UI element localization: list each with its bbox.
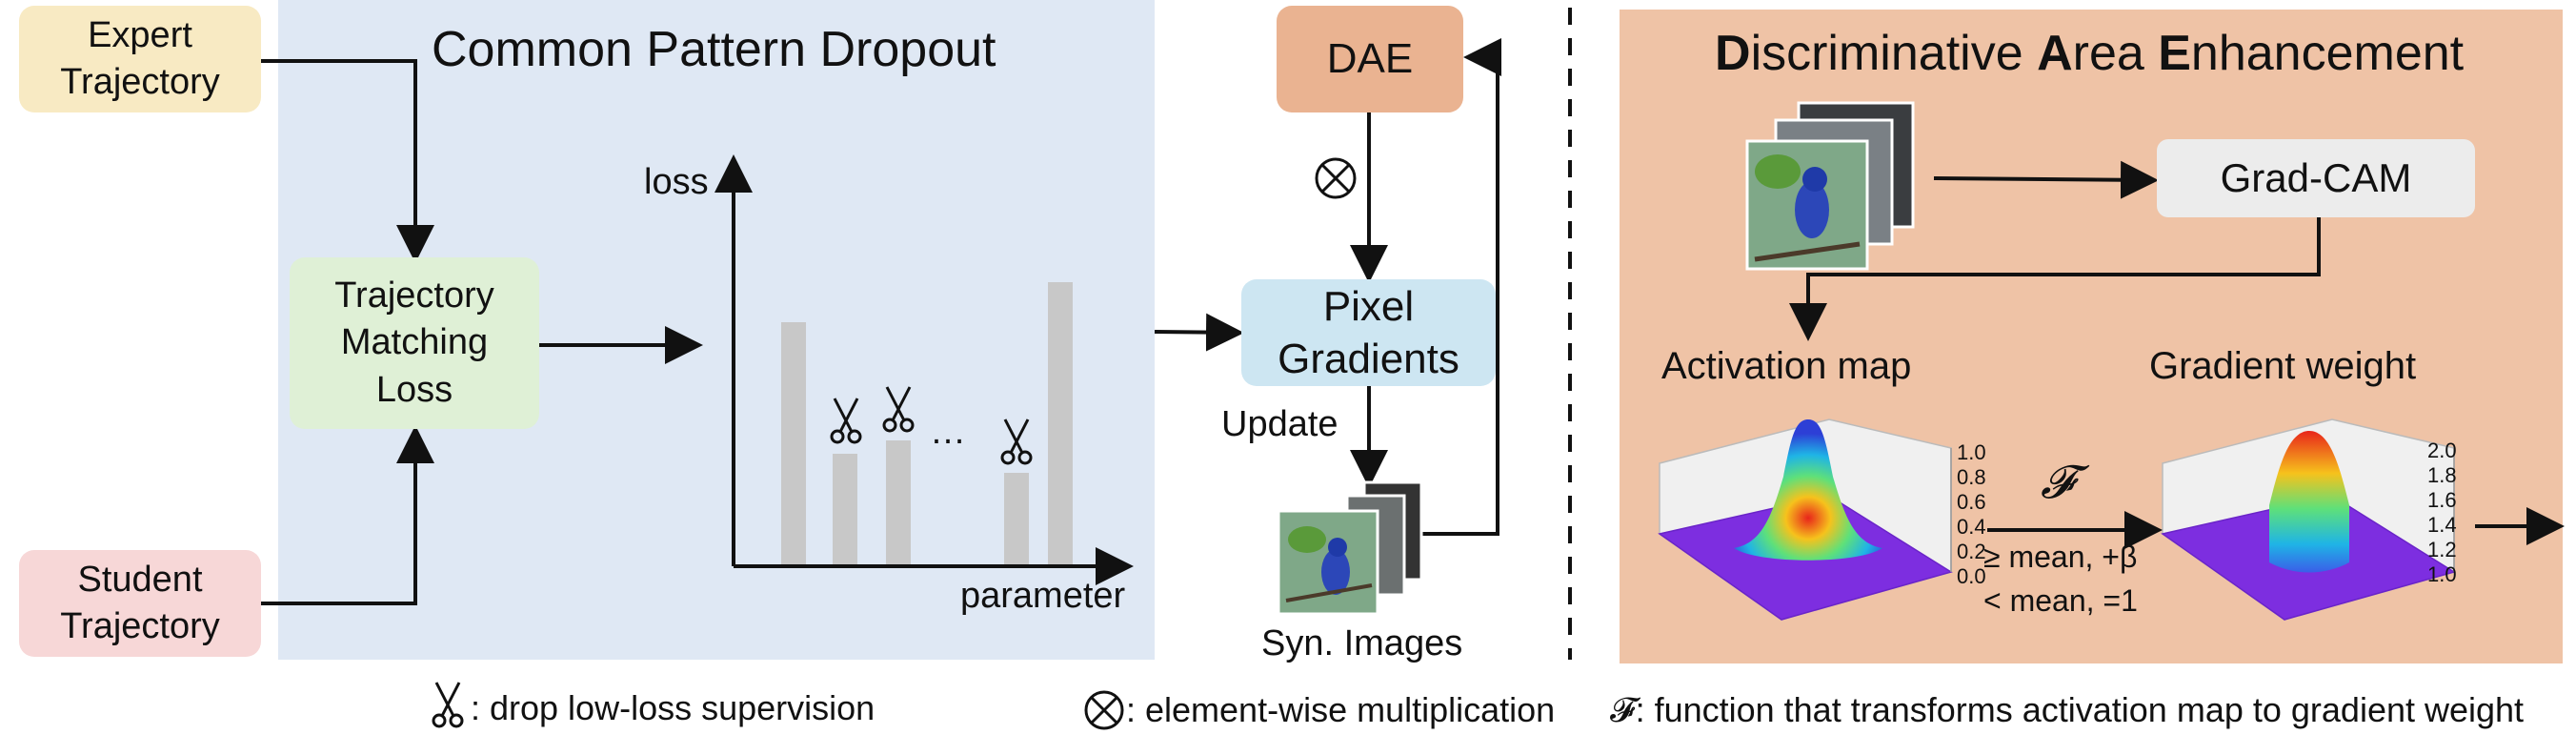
loss-bar [1048, 282, 1073, 564]
gradient-tick: 1.8 [2427, 463, 2457, 487]
rule-lt-mean: < mean, =1 [1983, 583, 2138, 618]
activation-tick: 0.4 [1957, 515, 1986, 539]
gradient-tick: 1.0 [2427, 562, 2457, 586]
legend-otimes-text: : element-wise multiplication [1126, 690, 1556, 729]
student-trajectory-box: Student Trajectory [19, 550, 261, 657]
expert-trajectory-label: Expert Trajectory [60, 14, 220, 102]
chart-x-axis-label: parameter [960, 576, 1126, 616]
function-symbol: 𝓕 [2041, 456, 2075, 509]
activation-map-label: Activation map [1661, 345, 1912, 387]
expert-to-loss-arrow [261, 59, 434, 263]
loss-bar [886, 440, 911, 564]
gradient-tick: 2.0 [2427, 439, 2457, 462]
rule-ge-mean: ≥ mean, +β [1983, 540, 2138, 574]
loss-bars [781, 282, 1073, 564]
otimes-legend-icon [1084, 690, 1124, 730]
bars-ellipsis: … [930, 412, 966, 452]
gradient-weight-plot [2161, 418, 2456, 621]
update-label: Update [1221, 404, 1338, 444]
scissors-icon [432, 386, 1033, 728]
chart-to-pixel-arrow [1154, 313, 1244, 352]
grad-cam-box: Grad-CAM [2157, 139, 2475, 217]
activation-tick: 0.8 [1957, 465, 1986, 489]
student-to-loss-arrow [261, 425, 434, 605]
otimes-icon [1315, 157, 1357, 199]
gradcam-to-activation-arrow [1789, 217, 2321, 341]
activation-map-plot [1658, 418, 1953, 621]
gradient-tick: 1.6 [2427, 488, 2457, 512]
chart-y-axis-label: loss [644, 162, 709, 202]
cpd-title: Common Pattern Dropout [432, 22, 996, 77]
grad-cam-label: Grad-CAM [2220, 154, 2412, 200]
activation-tick: 1.0 [1957, 440, 1986, 464]
pixel-gradients-label: Pixel Gradients [1278, 283, 1459, 382]
pixel-gradients-box: Pixel Gradients [1241, 279, 1496, 386]
activation-tick: 0.0 [1957, 564, 1986, 588]
legend-scissors-text: : drop low-loss supervision [471, 688, 875, 727]
images-to-dae-arrow [1419, 38, 1501, 536]
trajectory-matching-loss-box: Trajectory Matching Loss [290, 257, 539, 429]
syn-images-label: Syn. Images [1261, 623, 1463, 663]
activation-tick: 0.2 [1957, 540, 1986, 563]
loss-bar [781, 322, 806, 564]
input-images-stack [1745, 101, 1915, 271]
expert-trajectory-box: Expert Trajectory [19, 6, 261, 112]
legend-function-text: 𝓕: function that transforms activation m… [1610, 690, 2525, 729]
syn-images-stack [1277, 480, 1423, 616]
dae-box: DAE [1277, 6, 1463, 112]
gradient-tick: 1.2 [2427, 538, 2457, 561]
loss-bar [1004, 473, 1029, 564]
dae-label: DAE [1326, 35, 1414, 83]
images-to-gradcam-arrow [1933, 160, 2159, 199]
activation-tick: 0.6 [1957, 490, 1986, 514]
gradient-weight-label: Gradient weight [2149, 345, 2417, 387]
dae-title: Discriminative Area Enhancement [1715, 26, 2465, 81]
loss-bar [833, 454, 857, 564]
student-trajectory-label: Student Trajectory [60, 559, 220, 646]
gradient-tick: 1.4 [2427, 513, 2457, 537]
trajectory-matching-loss-label: Trajectory Matching Loss [334, 275, 494, 410]
